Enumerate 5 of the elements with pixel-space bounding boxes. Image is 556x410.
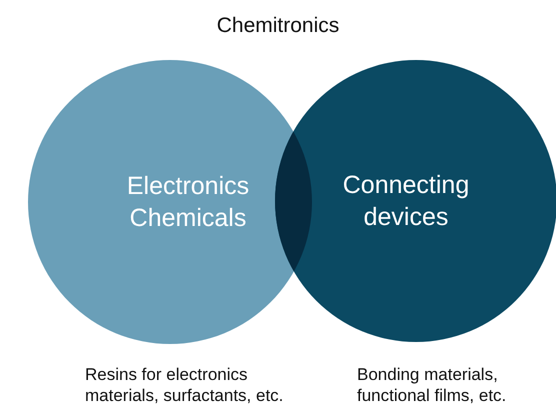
circle-caption: Resins for electronics materials, surfactants, etc. xyxy=(85,364,284,406)
circle-caption: Bonding materials, functional films, etc. xyxy=(357,364,508,406)
circle-label: Connecting devices xyxy=(342,170,470,233)
diagram-title: Chemitronics xyxy=(216,14,340,38)
circle-label: Electronics Chemicals xyxy=(126,171,250,234)
